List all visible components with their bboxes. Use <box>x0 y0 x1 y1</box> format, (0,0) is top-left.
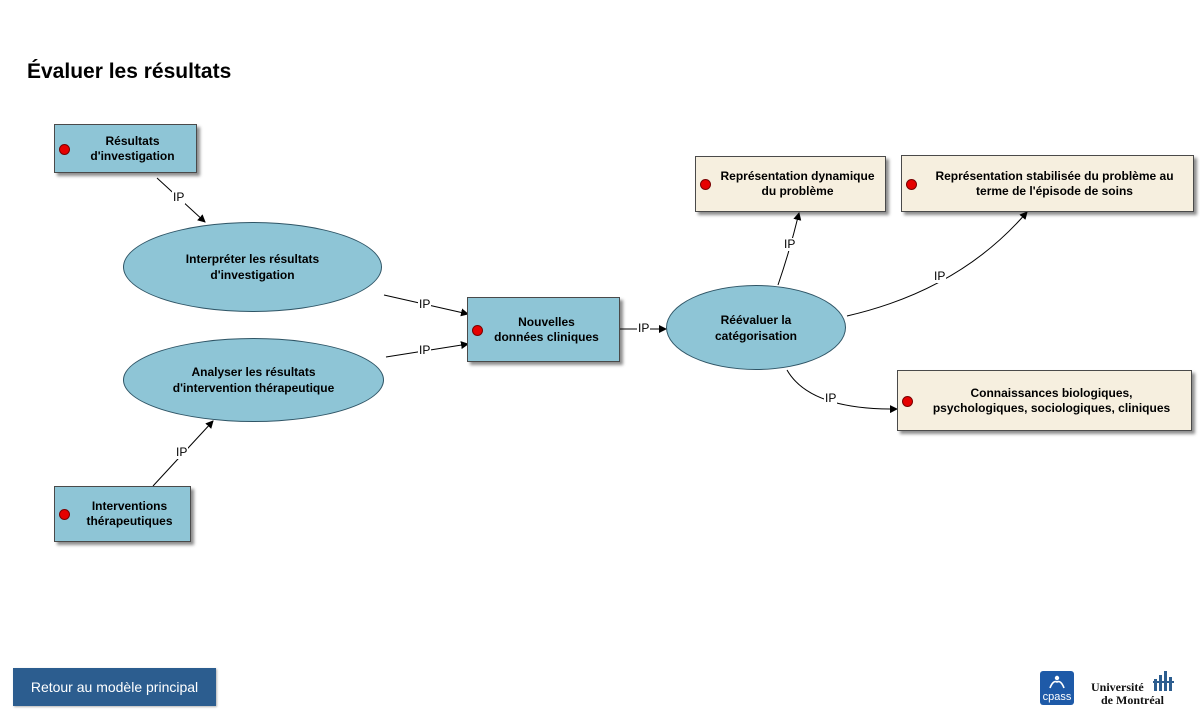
edge-label: IP <box>175 445 189 459</box>
edge-label: IP <box>933 269 947 283</box>
university-name-line1: Université <box>1091 680 1144 694</box>
node-label: Réévaluer la catégorisation <box>714 312 798 343</box>
node-label: Représentation stabilisée du problème au… <box>935 168 1174 198</box>
node-reevaluer-categorisation[interactable]: Réévaluer la catégorisation <box>666 285 846 370</box>
marker-dot-icon <box>59 143 70 155</box>
cpass-swirl-icon <box>1049 675 1065 689</box>
node-label: Analyser les résultats d'intervention th… <box>172 365 335 395</box>
node-analyser-resultats[interactable]: Analyser les résultats d'intervention th… <box>123 338 384 422</box>
marker-dot-icon <box>906 178 917 190</box>
node-label: Résultats d'investigation <box>90 133 175 163</box>
connector-reevaluer-to-connaissances <box>786 369 898 414</box>
marker-dot-icon <box>472 324 483 336</box>
node-representation-stabilisee[interactable]: Représentation stabilisée du problème au… <box>901 155 1194 212</box>
marker-dot-icon <box>700 179 711 190</box>
node-connaissances[interactable]: Connaissances biologiques, psychologique… <box>897 370 1192 431</box>
node-label: Interventions thérapeutiques <box>86 499 173 528</box>
node-resultats-investigation[interactable]: Résultats d'investigation <box>54 124 197 173</box>
return-to-main-model-button[interactable]: Retour au modèle principal <box>13 668 216 706</box>
edge-label: IP <box>172 190 186 204</box>
node-label: Représentation dynamique du problème <box>720 169 875 198</box>
udem-emblem-icon <box>1153 671 1174 691</box>
edge-label: IP <box>418 297 432 311</box>
cpass-logo-text: cpass <box>1042 691 1072 703</box>
universite-de-montreal-logo: Université de Montréal <box>1091 671 1181 707</box>
node-label: Nouvelles données cliniques <box>494 314 599 344</box>
node-interventions-therapeutiques[interactable]: Interventions thérapeutiques <box>54 486 191 542</box>
marker-dot-icon <box>902 395 913 407</box>
edge-label: IP <box>637 321 651 335</box>
connector-reevaluer-to-stabilisee <box>846 211 1028 317</box>
edge-label: IP <box>418 343 432 357</box>
node-interpreter-resultats[interactable]: Interpréter les résultats d'investigatio… <box>123 222 382 312</box>
edge-label: IP <box>783 237 797 251</box>
node-representation-dynamique[interactable]: Représentation dynamique du problème <box>695 156 886 212</box>
node-nouvelles-donnees[interactable]: Nouvelles données cliniques <box>467 297 620 362</box>
university-name-line2: de Montréal <box>1101 693 1164 707</box>
edge-label: IP <box>824 391 838 405</box>
cpass-logo: cpass <box>1040 671 1074 705</box>
page-title: Évaluer les résultats <box>27 60 232 83</box>
node-label: Connaissances biologiques, psychologique… <box>932 385 1171 415</box>
node-label: Interpréter les résultats d'investigatio… <box>185 252 320 282</box>
marker-dot-icon <box>59 509 70 520</box>
